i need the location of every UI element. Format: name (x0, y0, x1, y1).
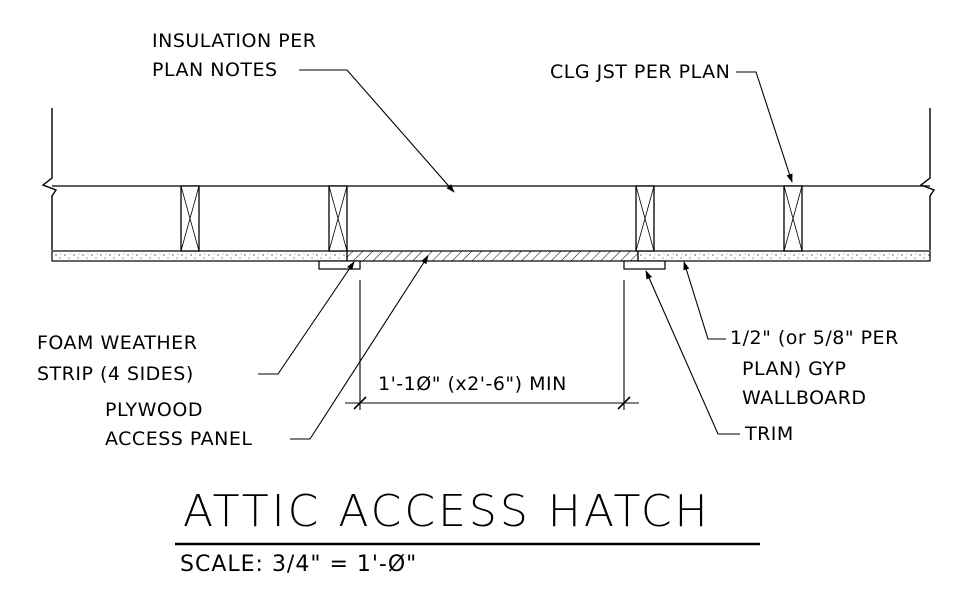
foam-leader (258, 261, 355, 375)
insulation-leader (299, 69, 455, 193)
left-break-line (41, 108, 58, 250)
gyp-wallboard-right (637, 250, 931, 262)
insulation-label-line2: PLAN NOTES (152, 59, 278, 81)
ceiling-joist (328, 185, 348, 252)
gyp-wallboard-left (51, 250, 348, 262)
drawing-scale: SCALE: 3/4" = 1'-Ø" (180, 552, 418, 577)
gyp-leader (683, 261, 726, 340)
foam-label-line2: STRIP (4 SIDES) (37, 363, 194, 385)
clg-jst-leader (736, 71, 793, 183)
ceiling-joist (783, 185, 803, 252)
clg-jst-label: CLG JST PER PLAN (550, 61, 731, 83)
trim-leader (645, 270, 740, 435)
gyp-label-line1: 1/2" (or 5/8" PER (730, 327, 899, 349)
right-break-line (919, 108, 936, 250)
ceiling-joist (635, 185, 655, 252)
plywood-label-line2: ACCESS PANEL (105, 428, 253, 450)
trim-right (623, 260, 666, 270)
gyp-label-line3: WALLBOARD (742, 387, 867, 409)
plywood-panel (346, 250, 639, 262)
plywood-leader (290, 255, 429, 440)
foam-label-line1: FOAM WEATHER (37, 332, 198, 354)
drawing-title: ATTIC ACCESS HATCH (183, 486, 711, 537)
ceiling-joist (180, 185, 200, 252)
trim-label: TRIM (745, 423, 794, 445)
opening-dimension (345, 280, 639, 410)
plywood-label-line1: PLYWOOD (105, 399, 203, 421)
trim-left (318, 260, 361, 270)
insulation-label-line1: INSULATION PER (152, 30, 317, 52)
gyp-label-line2: PLAN) GYP (742, 358, 847, 380)
dimension-label: 1'-1Ø" (x2'-6") MIN (378, 373, 567, 395)
